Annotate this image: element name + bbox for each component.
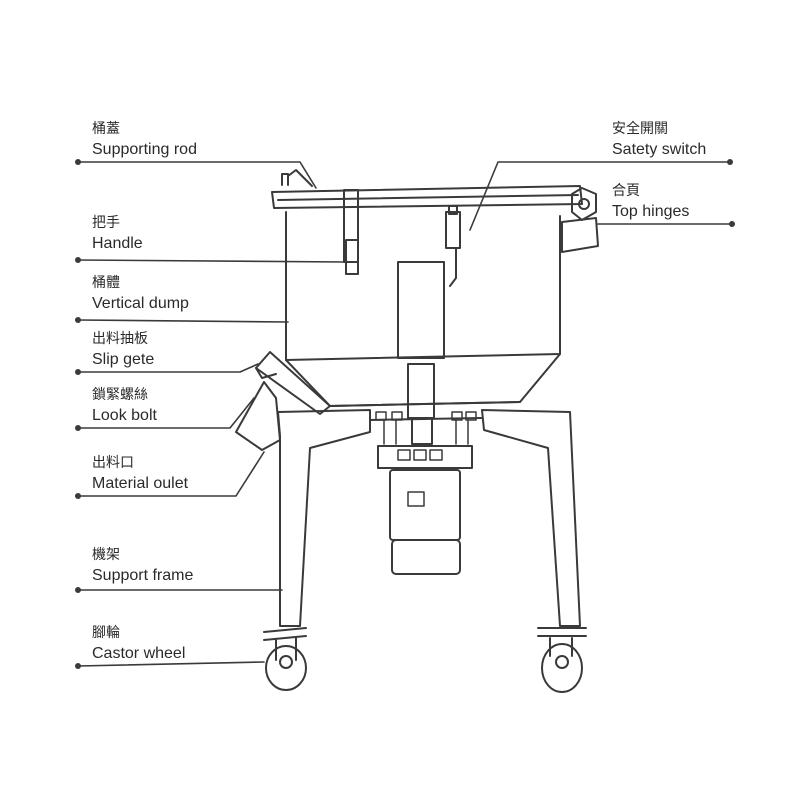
handle [343, 189, 359, 275]
leader-dots [75, 159, 735, 669]
center-shaft [397, 261, 445, 445]
label-body-en: Vertical dump [92, 295, 189, 312]
slip-gate [255, 351, 331, 415]
label-outlet-zh: 出料口 [92, 455, 134, 471]
label-hinges-zh: 合頁 [612, 183, 640, 199]
lid [271, 173, 583, 209]
label-outlet-en: Material oulet [92, 475, 189, 492]
castor-wheel-left [263, 627, 307, 691]
label-wheel-en: Castor wheel [92, 645, 186, 662]
label-gate-en: Slip gete [92, 351, 155, 368]
label-handle-zh: 把手 [92, 215, 120, 231]
label-bolt-zh: 鎖緊螺絲 [92, 387, 148, 403]
leader-lines [77, 161, 733, 667]
label-frame-en: Support frame [92, 567, 194, 584]
label-gate-zh: 出料抽板 [92, 331, 148, 347]
top-hinges [561, 187, 599, 253]
drum-body [285, 211, 561, 407]
label-handle-en: Handle [92, 235, 143, 252]
label-lid-zh: 桶蓋 [92, 121, 120, 137]
safety-switch [445, 205, 461, 287]
lock-bolt [375, 411, 477, 445]
motor [377, 445, 473, 575]
label-safety-en: Satety switch [612, 141, 707, 158]
support-frame [277, 409, 581, 627]
label-wheel-zh: 腳輪 [92, 625, 120, 641]
label-safety-zh: 安全開關 [612, 121, 668, 137]
castor-wheel-right [537, 627, 587, 693]
material-outlet [235, 381, 281, 451]
label-frame-zh: 機架 [92, 547, 120, 563]
label-lid-en: Supporting rod [92, 141, 197, 158]
label-body-zh: 桶體 [92, 275, 120, 291]
label-hinges-en: Top hinges [612, 203, 690, 220]
supporting-rod [287, 169, 313, 187]
label-bolt-en: Look bolt [92, 407, 157, 424]
